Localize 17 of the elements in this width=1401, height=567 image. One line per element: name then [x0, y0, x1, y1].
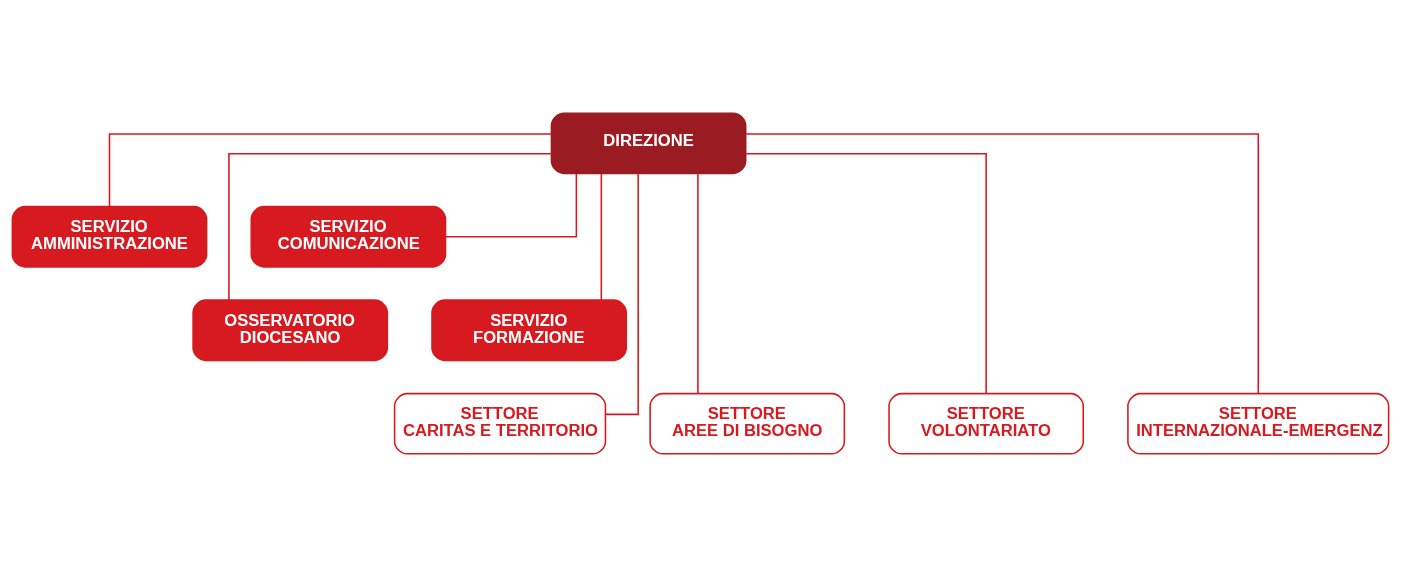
node-box: SETTORE INTERNAZIONALE-EMERGENZ — [1127, 392, 1390, 455]
node-box: SETTORE CARITAS E TERRITORIO — [393, 392, 607, 455]
node-box: SETTORE VOLONTARIATO — [888, 392, 1085, 455]
connector — [605, 172, 639, 416]
connector — [600, 172, 603, 301]
connector — [745, 152, 987, 395]
node-box: SETTORE AREE DI BISOGNO — [649, 392, 846, 455]
connector — [228, 152, 552, 301]
node-box: SERVIZIO COMUNICAZIONE — [250, 205, 447, 268]
node-box: SERVIZIO FORMAZIONE — [431, 299, 627, 362]
connector — [444, 173, 578, 238]
connector — [697, 172, 699, 395]
node-box: OSSERVATORIO DIOCESANO — [192, 299, 389, 362]
connector — [108, 133, 553, 208]
node-box: SERVIZIO AMMINISTRAZIONE — [11, 205, 208, 268]
connector — [745, 133, 1260, 395]
node-box: DIREZIONE — [550, 112, 747, 175]
